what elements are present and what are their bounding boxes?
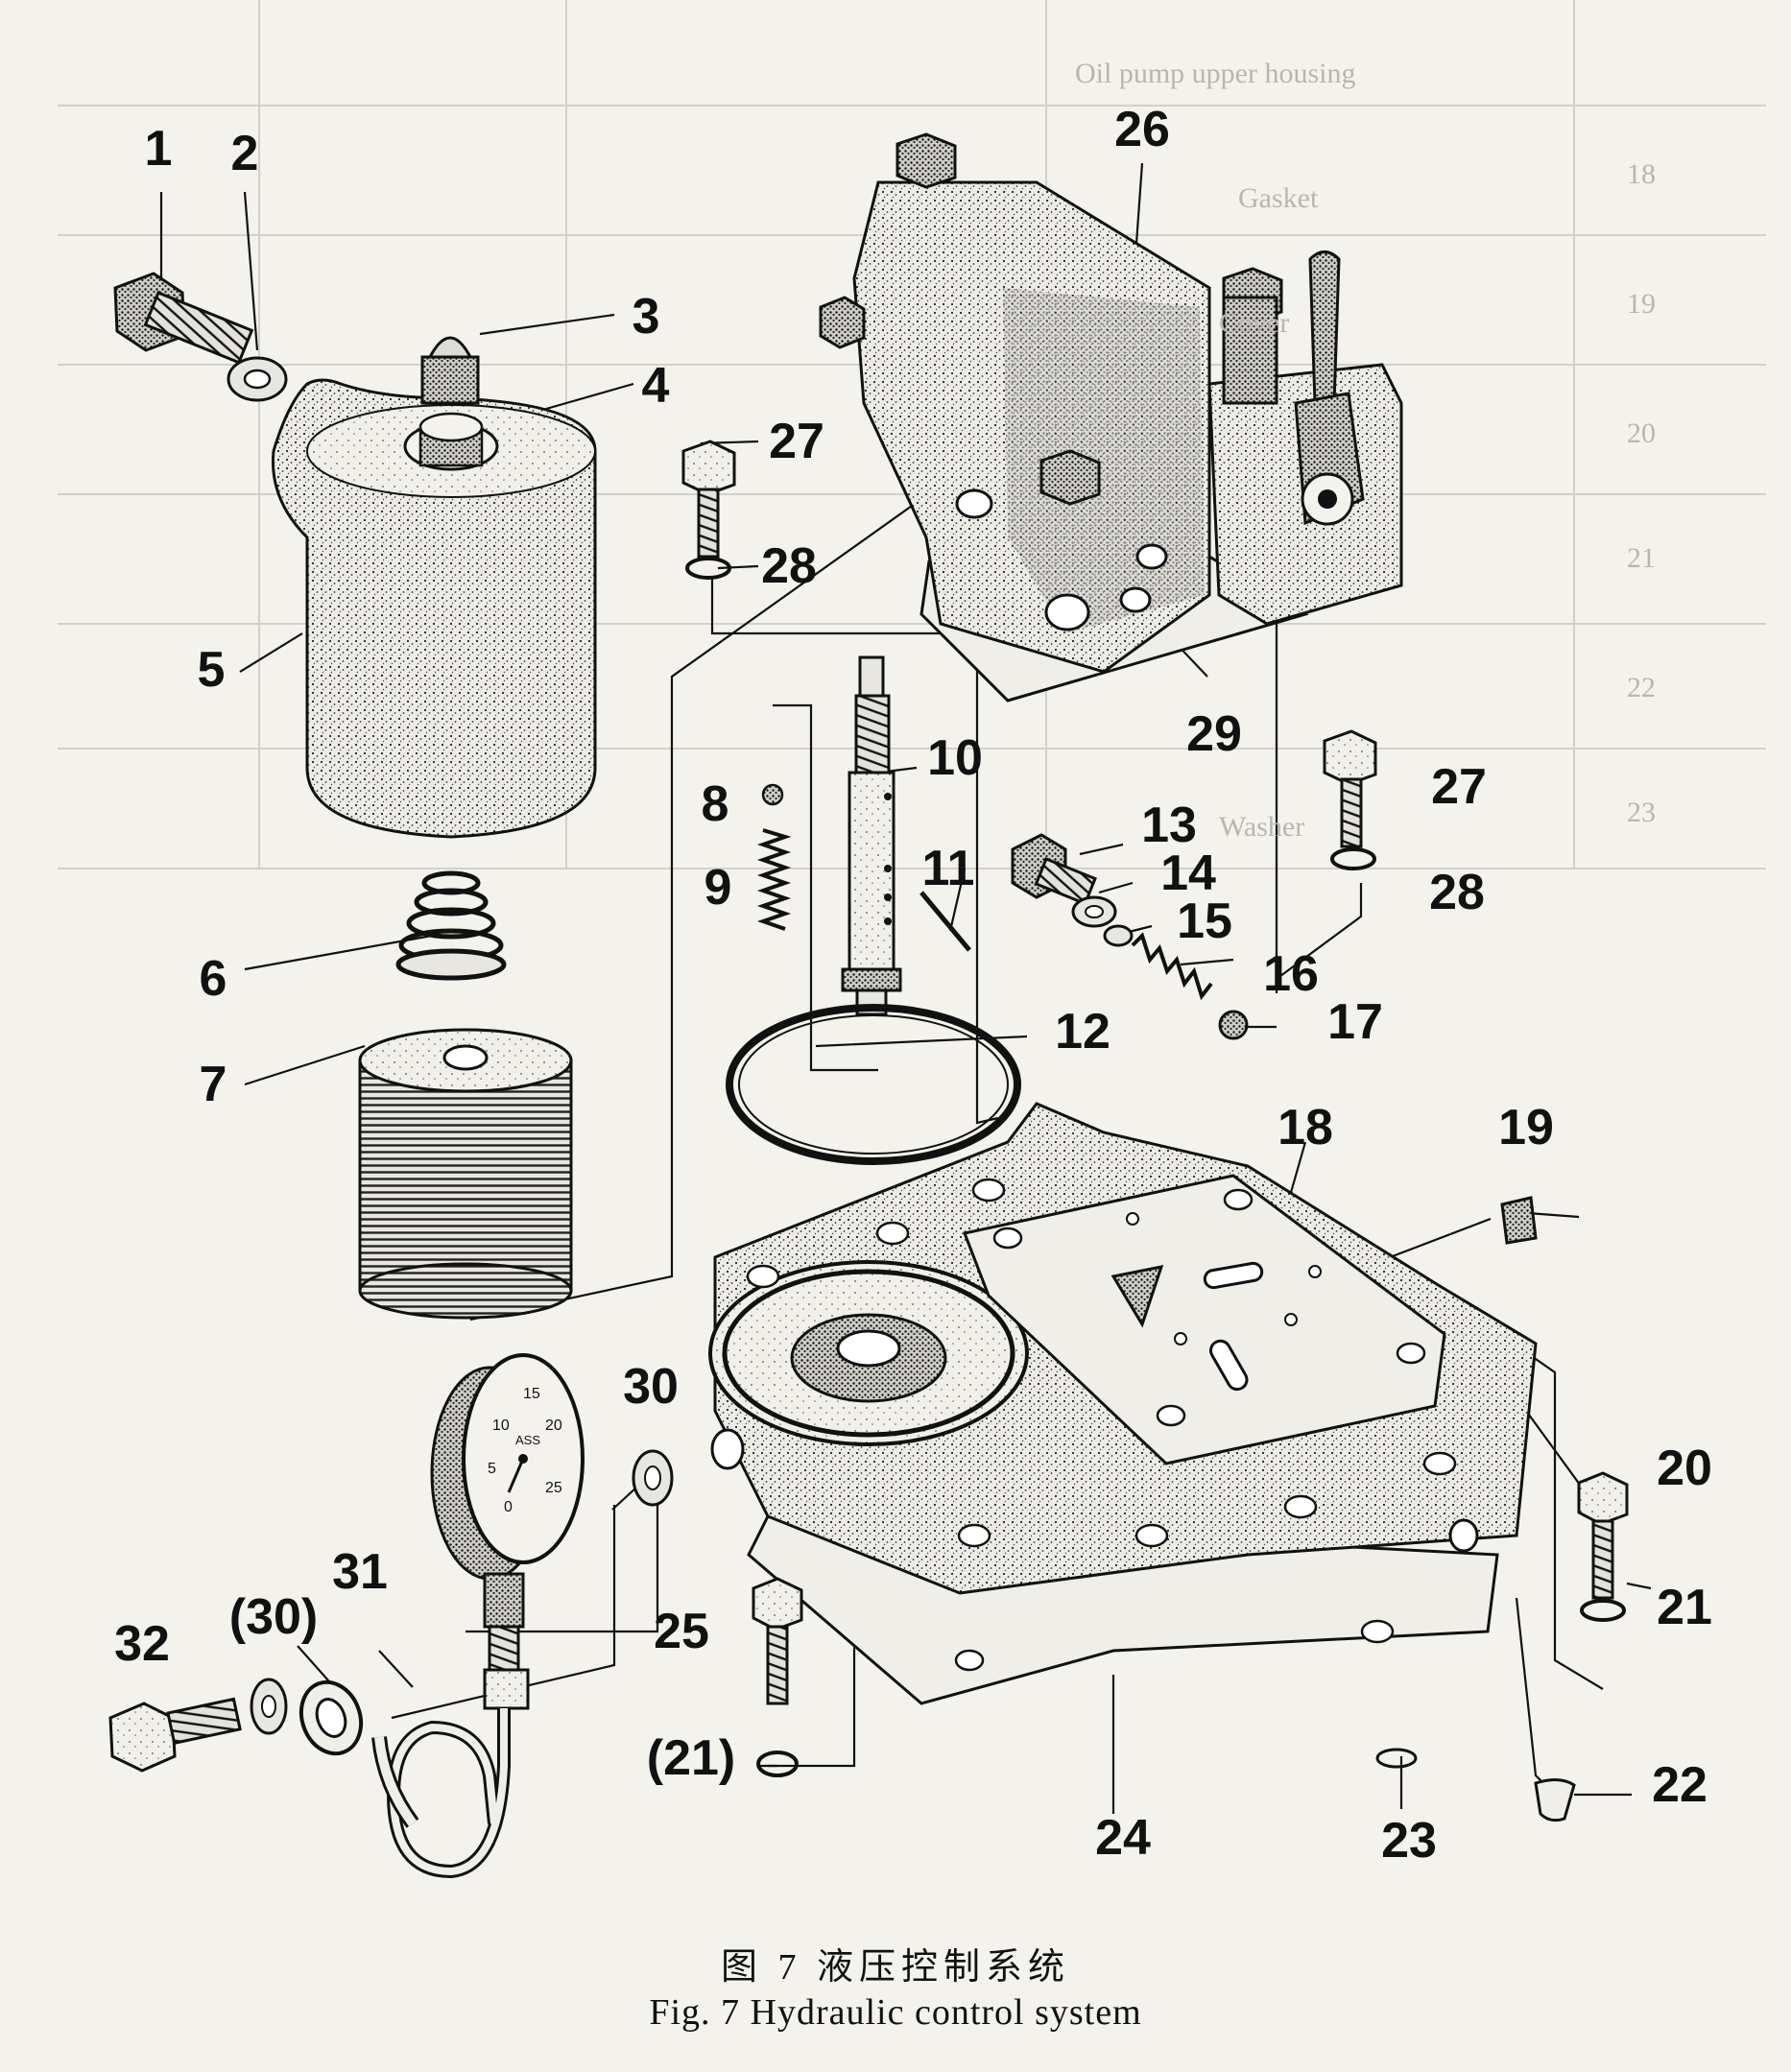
callout-21-ref: (21) (646, 1730, 736, 1786)
callout-16: 16 (1263, 946, 1319, 1002)
ghost-row-22: 22 (1627, 672, 1656, 703)
part-28-washer-right (1330, 847, 1376, 870)
callout-20: 20 (1657, 1441, 1712, 1496)
callout-9: 9 (704, 860, 732, 916)
ghost-row-18: 18 (1627, 158, 1656, 190)
part-5-filter-housing (271, 378, 597, 839)
gauge-scale-20: 20 (545, 1417, 562, 1434)
callout-7: 7 (199, 1057, 227, 1112)
part-20-bolt (1577, 1471, 1629, 1600)
callout-11: 11 (921, 841, 975, 896)
gauge-scale-5: 5 (488, 1461, 496, 1477)
part-9-spring (756, 828, 792, 931)
callout-25: 25 (654, 1604, 709, 1659)
callout-14: 14 (1160, 845, 1216, 901)
callout-5: 5 (197, 642, 226, 698)
callout-6: 6 (199, 951, 227, 1007)
callout-13: 13 (1141, 798, 1197, 853)
ghost-row-20: 20 (1627, 417, 1656, 449)
figure-caption-english: Fig. 7 Hydraulic control system (649, 1992, 1142, 2033)
gauge-scale-25: 25 (545, 1480, 562, 1496)
part-14-washer (1071, 895, 1117, 928)
callout-24: 24 (1095, 1810, 1151, 1866)
gauge-scale-0: 0 (504, 1499, 513, 1515)
callout-4: 4 (641, 358, 670, 414)
ghost-text-housing: Oil pump upper housing (1075, 58, 1356, 89)
callout-23: 23 (1381, 1813, 1437, 1869)
callout-31: 31 (332, 1544, 388, 1600)
callout-21: 21 (1657, 1580, 1712, 1635)
part-26-valve-body (819, 132, 1403, 703)
part-15-washer (1103, 924, 1134, 947)
callout-30: 30 (623, 1359, 679, 1415)
part-30-washer-a (632, 1449, 674, 1507)
callout-3: 3 (632, 289, 660, 345)
callout-28-right: 28 (1429, 865, 1485, 920)
part-3-cap-nut (420, 336, 480, 405)
part-30-washer-b (250, 1678, 288, 1735)
callout-29: 29 (1186, 706, 1242, 762)
part-11-pin (919, 891, 971, 952)
part-13-bolt (1011, 833, 1097, 906)
callout-10: 10 (927, 730, 983, 786)
part-31-pressure-gauge (298, 1353, 585, 1879)
part-19-plug (1500, 1196, 1538, 1245)
part-21-washer-right (1580, 1599, 1626, 1622)
part-12-o-ring (726, 1004, 1021, 1165)
part-27-bolt-top (681, 440, 736, 559)
part-8-ball (761, 783, 784, 806)
part-17-ball (1218, 1010, 1249, 1040)
part-21-washer-left (756, 1750, 799, 1777)
callout-28-top: 28 (761, 538, 817, 594)
ghost-row-21: 21 (1627, 542, 1656, 574)
part-22-plug (1534, 1778, 1576, 1822)
figure-caption-chinese: 图 7 液压控制系统 (720, 1947, 1070, 1988)
callout-8: 8 (701, 776, 729, 832)
part-18-plate (962, 1174, 1446, 1465)
callout-15: 15 (1177, 893, 1232, 949)
callout-18: 18 (1278, 1100, 1333, 1155)
callout-19: 19 (1498, 1100, 1554, 1155)
part-7-filter-element (358, 1028, 573, 1320)
ghost-text-cover: Cover (1219, 307, 1290, 339)
callout-22: 22 (1652, 1757, 1707, 1813)
callout-27-right: 27 (1431, 759, 1487, 815)
part-1-banjo-bolt (113, 272, 254, 365)
gauge-scale: 0 5 10 15 20 25 ASS (488, 1386, 562, 1515)
part-27-bolt-right (1323, 729, 1377, 848)
part-25-bolt (752, 1577, 803, 1705)
callout-2: 2 (230, 126, 259, 181)
part-2-washer (227, 356, 288, 402)
part-16-spring (1131, 932, 1213, 1001)
part-23-o-ring (1375, 1748, 1418, 1769)
gauge-scale-15: 15 (523, 1386, 540, 1402)
ghost-text-gasket: Gasket (1238, 182, 1319, 214)
callout-12: 12 (1055, 1004, 1110, 1060)
callout-30-ref: (30) (228, 1589, 319, 1645)
part-28-washer-top (685, 557, 731, 580)
callout-26: 26 (1114, 102, 1170, 157)
ghost-text-washer: Washer (1219, 811, 1305, 843)
ghost-row-23: 23 (1627, 797, 1656, 828)
callout-32: 32 (114, 1616, 170, 1672)
ghost-row-19: 19 (1627, 288, 1656, 320)
callout-27-top: 27 (769, 414, 824, 469)
part-10-valve-stem (841, 655, 902, 1016)
part-6-spring (395, 870, 507, 981)
gauge-scale-10: 10 (492, 1417, 510, 1434)
gauge-unit: ASS (515, 1433, 540, 1447)
part-32-banjo-bolt (108, 1697, 242, 1773)
callout-17: 17 (1327, 994, 1383, 1050)
callout-1: 1 (144, 121, 173, 177)
